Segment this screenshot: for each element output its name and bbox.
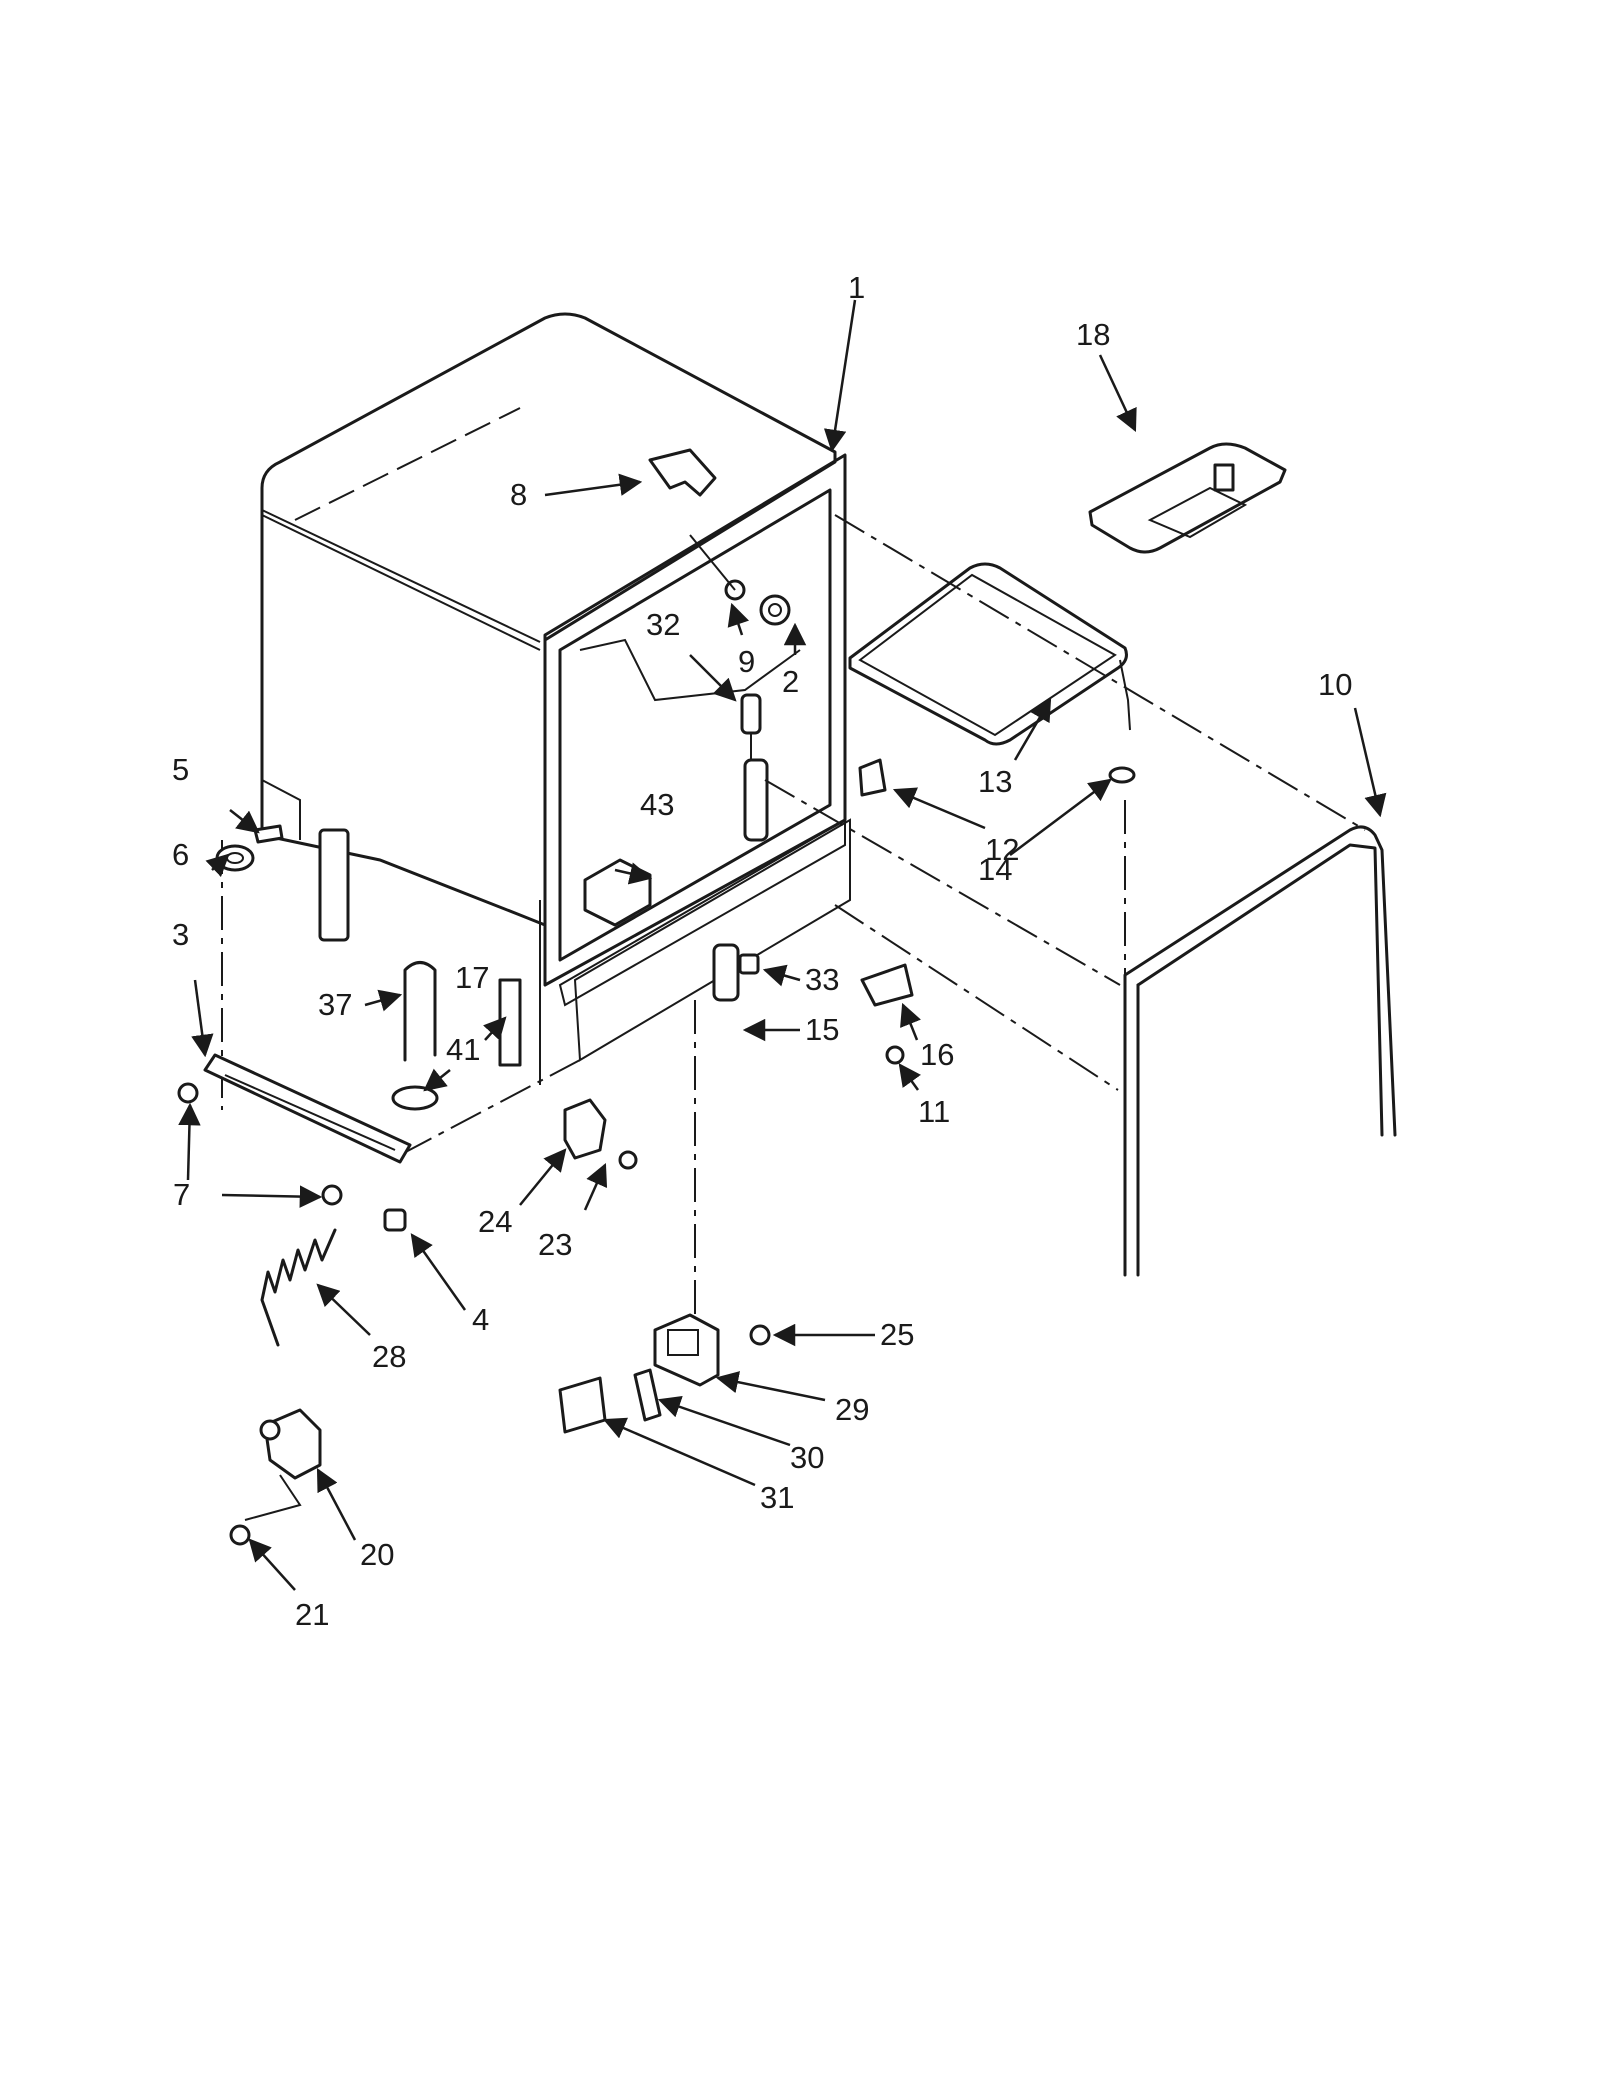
pin-part-32 — [740, 693, 762, 760]
callout-5: 5 — [172, 752, 189, 787]
callout-14: 14 — [978, 852, 1012, 887]
callout-30: 30 — [790, 1440, 824, 1475]
screw-part-21 — [229, 1524, 251, 1546]
screw-part-11 — [885, 1045, 905, 1065]
valve-part-20 — [244, 1408, 322, 1521]
callout-17: 17 — [455, 960, 489, 995]
cover-part-18 — [1088, 442, 1287, 554]
callout-15: 15 — [805, 1012, 839, 1047]
screw-part-7 — [177, 1082, 343, 1206]
callout-4: 4 — [472, 1302, 489, 1337]
callout-16: 16 — [920, 1037, 954, 1072]
nut-part-33 — [738, 953, 760, 975]
support-rod-part-10 — [1123, 825, 1397, 1277]
callout-20: 20 — [360, 1537, 394, 1572]
screw-part-23 — [618, 1150, 638, 1170]
callout-23: 23 — [538, 1227, 572, 1262]
callout-11: 11 — [918, 1094, 950, 1129]
callout-31: 31 — [760, 1480, 794, 1515]
screw-part-9 — [689, 534, 746, 601]
washer-part-14 — [1108, 766, 1136, 784]
lever-part-30 — [633, 1368, 662, 1422]
callout-1: 1 — [848, 270, 865, 305]
bracket-part-16 — [860, 963, 914, 1007]
top-bracket-part-8 — [648, 448, 717, 497]
callout-7: 7 — [173, 1177, 190, 1212]
callout-24: 24 — [478, 1204, 512, 1239]
gasket-frame-part-13 — [848, 562, 1131, 746]
hinge-bracket — [318, 828, 350, 942]
callout-41: 41 — [446, 1032, 480, 1067]
callout-25: 25 — [880, 1317, 914, 1352]
strip-part-17 — [498, 978, 522, 1067]
callout-labels: 1 18 8 9 2 32 13 12 14 10 43 5 6 3 37 17… — [172, 270, 1352, 1632]
fitting-part-2 — [759, 594, 791, 626]
spacer-part-15 — [712, 758, 769, 1002]
callout-21: 21 — [295, 1597, 329, 1632]
callout-32: 32 — [646, 607, 680, 642]
nut-part-4 — [383, 1208, 407, 1232]
leader-lines — [178, 299, 1387, 1591]
hose-part-37 — [403, 961, 437, 1062]
switch-part-24 — [563, 1098, 607, 1160]
callout-6: 6 — [172, 837, 189, 872]
callout-29: 29 — [835, 1392, 869, 1427]
clip-part-12 — [858, 758, 887, 797]
screw-part-25 — [749, 1324, 771, 1346]
callout-43: 43 — [640, 787, 674, 822]
hinge-arm-part-3 — [203, 1053, 412, 1164]
plate-part-31 — [558, 1376, 607, 1434]
callout-33: 33 — [805, 962, 839, 997]
washer-part-6 — [215, 844, 255, 872]
callout-2: 2 — [782, 664, 799, 699]
callout-13: 13 — [978, 764, 1012, 799]
callout-18: 18 — [1076, 317, 1110, 352]
clamp-part-41 — [391, 1085, 439, 1111]
latch-assembly-part-29 — [653, 1313, 720, 1387]
callout-10: 10 — [1318, 667, 1352, 702]
callout-3: 3 — [172, 917, 189, 952]
spring-part-28 — [260, 1228, 337, 1347]
callout-12: 12 — [985, 832, 1019, 867]
tub-front-frame — [539, 453, 851, 1085]
bolt-part-5 — [253, 824, 284, 844]
callout-37: 37 — [318, 987, 352, 1022]
callout-9: 9 — [738, 644, 755, 679]
callout-28: 28 — [372, 1339, 406, 1374]
alignment-lines — [221, 514, 1366, 1320]
callout-8: 8 — [510, 477, 527, 512]
